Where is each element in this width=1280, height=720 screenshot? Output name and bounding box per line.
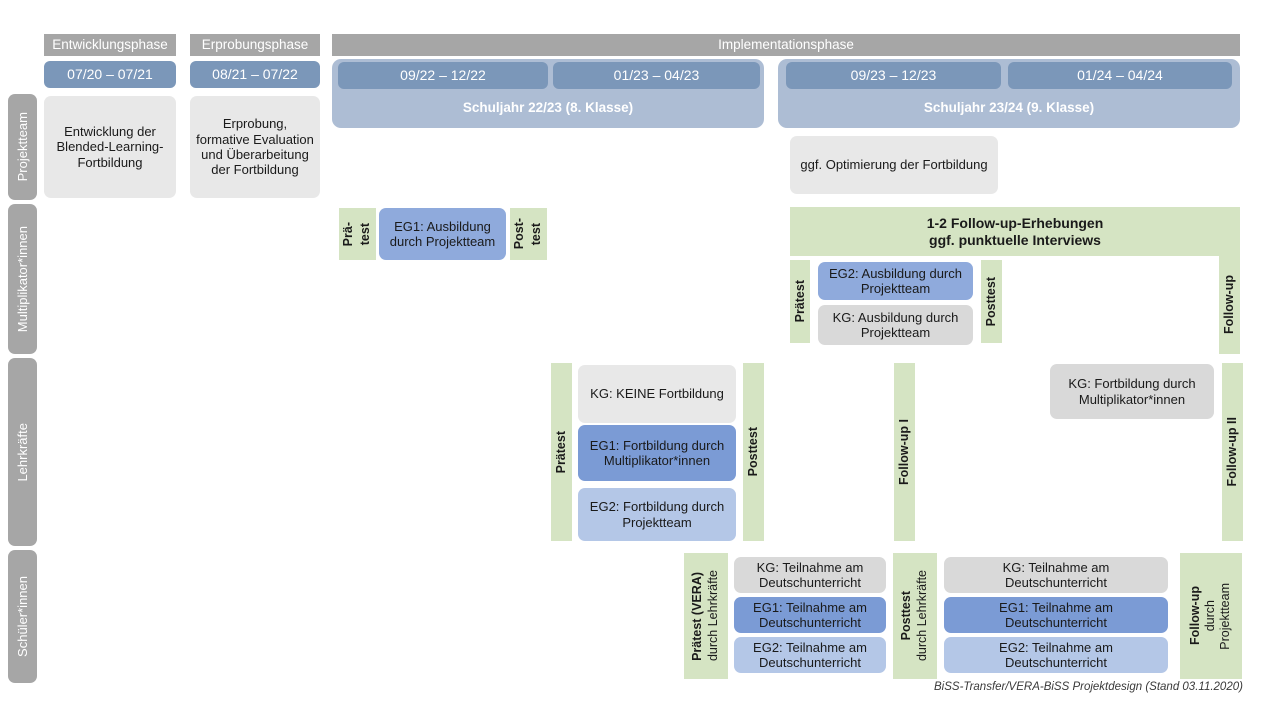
card-text: KG: Fortbildung durch Multiplikator*inne…: [1068, 376, 1196, 407]
card-entwicklung-fortbildung: Entwicklung der Blended-Learning-Fortbil…: [44, 96, 176, 198]
strip-line-1: Follow-up: [1188, 586, 1203, 646]
school-year-label-2223: Schuljahr 22/23 (8. Klasse): [332, 95, 764, 121]
footer-text: BiSS-Transfer/VERA-BiSS Projektdesign (S…: [934, 681, 1243, 693]
card-mult-kg-ausbildung: KG: Ausbildung durch Projektteam: [818, 305, 973, 345]
card-text: EG2: Fortbildung durch Projektteam: [589, 499, 725, 530]
phase-caption-erprobungsphase: Erprobungsphase: [190, 34, 320, 56]
card-text: EG2: Ausbildung durch Projektteam: [829, 265, 962, 296]
phase-caption-entwicklungsphase: Entwicklungsphase: [44, 34, 176, 56]
card-text: Erprobung, formative Evaluation und Über…: [196, 116, 314, 178]
card-text: EG1: Teilnahme am Deutschunterricht: [753, 599, 867, 630]
card-schueler-eg1-1: EG1: Teilnahme am Deutschunterricht: [734, 597, 886, 633]
card-ggf-optimierung: ggf. Optimierung der Fortbildung: [790, 136, 998, 194]
strip-praetest-multiplikator-1: Prä- test: [339, 208, 376, 260]
strip-line-2: test: [529, 222, 543, 246]
phase-caption-label: Erprobungsphase: [201, 37, 309, 53]
card-text: KG: Teilnahme am Deutschunterricht: [756, 559, 864, 590]
period-chip-4: 09/23 – 12/23: [786, 62, 1001, 89]
period-chip-1: 08/21 – 07/22: [190, 61, 320, 88]
card-lehr-eg1-fortbildung: EG1: Fortbildung durch Multiplikator*inn…: [578, 425, 736, 481]
row-label-projektteam: Projektteam: [8, 94, 37, 200]
card-lehr-kg-keine-fortbildung: KG: KEINE Fortbildung: [578, 365, 736, 423]
strip-line-2: durch: [1203, 600, 1218, 632]
card-mult-eg2-ausbildung: EG2: Ausbildung durch Projektteam: [818, 262, 973, 300]
card-text: EG2: Teilnahme am Deutschunterricht: [753, 639, 867, 670]
banner-follow-up-erhebungen: 1-2 Follow-up-Erhebungen ggf. punktuelle…: [790, 207, 1240, 256]
strip-praetest-lehrkraefte: Prätest: [551, 363, 572, 541]
card-text: KG: Ausbildung durch Projektteam: [832, 309, 959, 340]
card-text: EG2: Teilnahme am Deutschunterricht: [999, 639, 1113, 670]
card-text: EG1: Teilnahme am Deutschunterricht: [999, 599, 1113, 630]
period-chip-0: 07/20 – 07/21: [44, 61, 176, 88]
row-label-lehrkraefte: Lehrkräfte: [8, 358, 37, 546]
strip-text: Follow-up II: [1225, 417, 1240, 487]
row-label-multiplikatorinnen: Multiplikator*innen: [8, 204, 37, 354]
row-label-text: Multiplikator*innen: [14, 225, 30, 333]
card-text: Entwicklung der Blended-Learning-Fortbil…: [56, 124, 164, 170]
period-label: 09/22 – 12/22: [400, 67, 486, 84]
phase-caption-implementationsphase: Implementationsphase: [332, 34, 1240, 56]
school-year-label-2324: Schuljahr 23/24 (9. Klasse): [778, 95, 1240, 121]
row-label-text: Schüler*innen: [14, 576, 30, 657]
card-schueler-eg2-1: EG2: Teilnahme am Deutschunterricht: [734, 637, 886, 673]
strip-line-2: durch Lehrkräfte: [915, 570, 929, 662]
period-label: 07/20 – 07/21: [67, 66, 153, 83]
card-text: KG: KEINE Fortbildung: [590, 386, 724, 402]
period-chip-5: 01/24 – 04/24: [1008, 62, 1232, 89]
card-text: EG1: Ausbildung durch Projektteam: [389, 218, 496, 249]
school-year-text: Schuljahr 23/24 (9. Klasse): [923, 100, 1095, 116]
period-label: 01/23 – 04/23: [613, 67, 700, 84]
card-text: EG1: Fortbildung durch Multiplikator*inn…: [589, 437, 725, 468]
row-label-text: Projektteam: [14, 112, 30, 182]
strip-posttest-schueler: Posttest durch Lehrkräfte: [893, 553, 937, 679]
card-mult-eg1-ausbildung: EG1: Ausbildung durch Projektteam: [379, 208, 506, 260]
card-schueler-kg-1: KG: Teilnahme am Deutschunterricht: [734, 557, 886, 593]
footer-caption: BiSS-Transfer/VERA-BiSS Projektdesign (S…: [934, 681, 1243, 693]
banner-line-2: ggf. punktuelle Interviews: [929, 231, 1101, 248]
strip-posttest-multiplikator-1: Post- test: [510, 208, 547, 260]
card-lehr-eg2-fortbildung: EG2: Fortbildung durch Projektteam: [578, 488, 736, 541]
card-erprobung-evaluation: Erprobung, formative Evaluation und Über…: [190, 96, 320, 198]
strip-line-1: Prä-: [341, 221, 356, 247]
card-text: KG: Teilnahme am Deutschunterricht: [1002, 559, 1110, 590]
strip-line-2: durch Lehrkräfte: [706, 570, 720, 662]
period-chip-3: 01/23 – 04/23: [553, 62, 760, 89]
card-schueler-eg2-2: EG2: Teilnahme am Deutschunterricht: [944, 637, 1168, 673]
period-label: 08/21 – 07/22: [212, 66, 298, 83]
strip-line-1: Posttest: [899, 591, 914, 641]
strip-text: Posttest: [984, 276, 999, 327]
row-label-schuelerinnen: Schüler*innen: [8, 550, 37, 683]
strip-line-2: test: [358, 222, 372, 246]
row-label-text: Lehrkräfte: [14, 422, 30, 482]
school-year-text: Schuljahr 22/23 (8. Klasse): [462, 100, 634, 116]
phase-caption-label: Implementationsphase: [718, 37, 854, 53]
card-schueler-kg-2: KG: Teilnahme am Deutschunterricht: [944, 557, 1168, 593]
period-label: 01/24 – 04/24: [1077, 67, 1163, 84]
card-text: ggf. Optimierung der Fortbildung: [800, 157, 988, 173]
strip-posttest-lehrkraefte: Posttest: [743, 363, 764, 541]
period-chip-2: 09/22 – 12/22: [338, 62, 548, 89]
card-lehr-kg-fortbildung-multiplikator: KG: Fortbildung durch Multiplikator*inne…: [1050, 364, 1214, 419]
strip-followup-schueler: Follow-up durch Projektteam: [1180, 553, 1242, 679]
strip-posttest-multiplikator-2: Posttest: [981, 260, 1002, 343]
banner-line-1: 1-2 Follow-up-Erhebungen: [926, 214, 1104, 231]
strip-followup-2-lehrkraefte: Follow-up II: [1222, 363, 1243, 541]
strip-line-1: Post-: [512, 218, 527, 250]
strip-line-1: Prätest (VERA): [690, 571, 705, 661]
strip-followup-multiplikator: Follow-up: [1219, 256, 1240, 354]
period-label: 09/23 – 12/23: [850, 67, 937, 84]
strip-text: Prätest: [554, 430, 569, 474]
strip-text: Prätest: [792, 280, 807, 323]
card-schueler-eg1-2: EG1: Teilnahme am Deutschunterricht: [944, 597, 1168, 633]
strip-text: Follow-up I: [897, 419, 912, 485]
strip-text: Posttest: [746, 427, 761, 477]
strip-followup-1-lehrkraefte: Follow-up I: [894, 363, 915, 541]
phase-caption-label: Entwicklungsphase: [52, 37, 168, 53]
strip-line-3: Projektteam: [1217, 582, 1232, 650]
strip-text: Follow-up: [1222, 275, 1237, 335]
strip-praetest-multiplikator-2: Prätest: [790, 260, 810, 343]
strip-praetest-vera-schueler: Prätest (VERA) durch Lehrkräfte: [684, 553, 728, 679]
